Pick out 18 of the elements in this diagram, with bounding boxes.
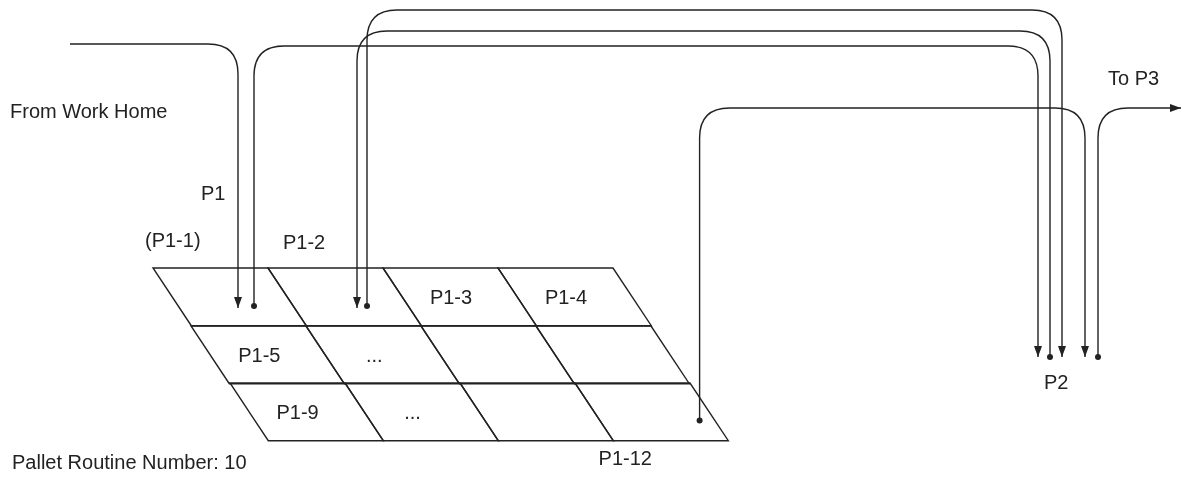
arrow <box>251 45 1042 358</box>
cell-label: P1-2 <box>283 232 326 252</box>
station-label: From Work Home <box>10 101 168 121</box>
arrow <box>1095 104 1181 360</box>
cell-label: P1-9 <box>276 402 319 423</box>
cell-label: (P1-1) <box>145 230 201 250</box>
cell-label: P1 <box>201 183 226 203</box>
station-label: P2 <box>1044 372 1069 392</box>
arrow <box>696 107 1089 424</box>
cell-label: ... <box>404 402 421 423</box>
cell-label: P1-3 <box>429 286 473 307</box>
note-text: Pallet Routine Number: 10 <box>12 452 247 472</box>
cell-label: ... <box>365 344 383 365</box>
arrow <box>69 43 242 309</box>
station-label: To P3 <box>1108 68 1160 88</box>
cell-caption: P1-12 <box>598 448 652 469</box>
cell-label: P1-5 <box>238 344 281 365</box>
cell-label: P1-4 <box>544 286 588 307</box>
